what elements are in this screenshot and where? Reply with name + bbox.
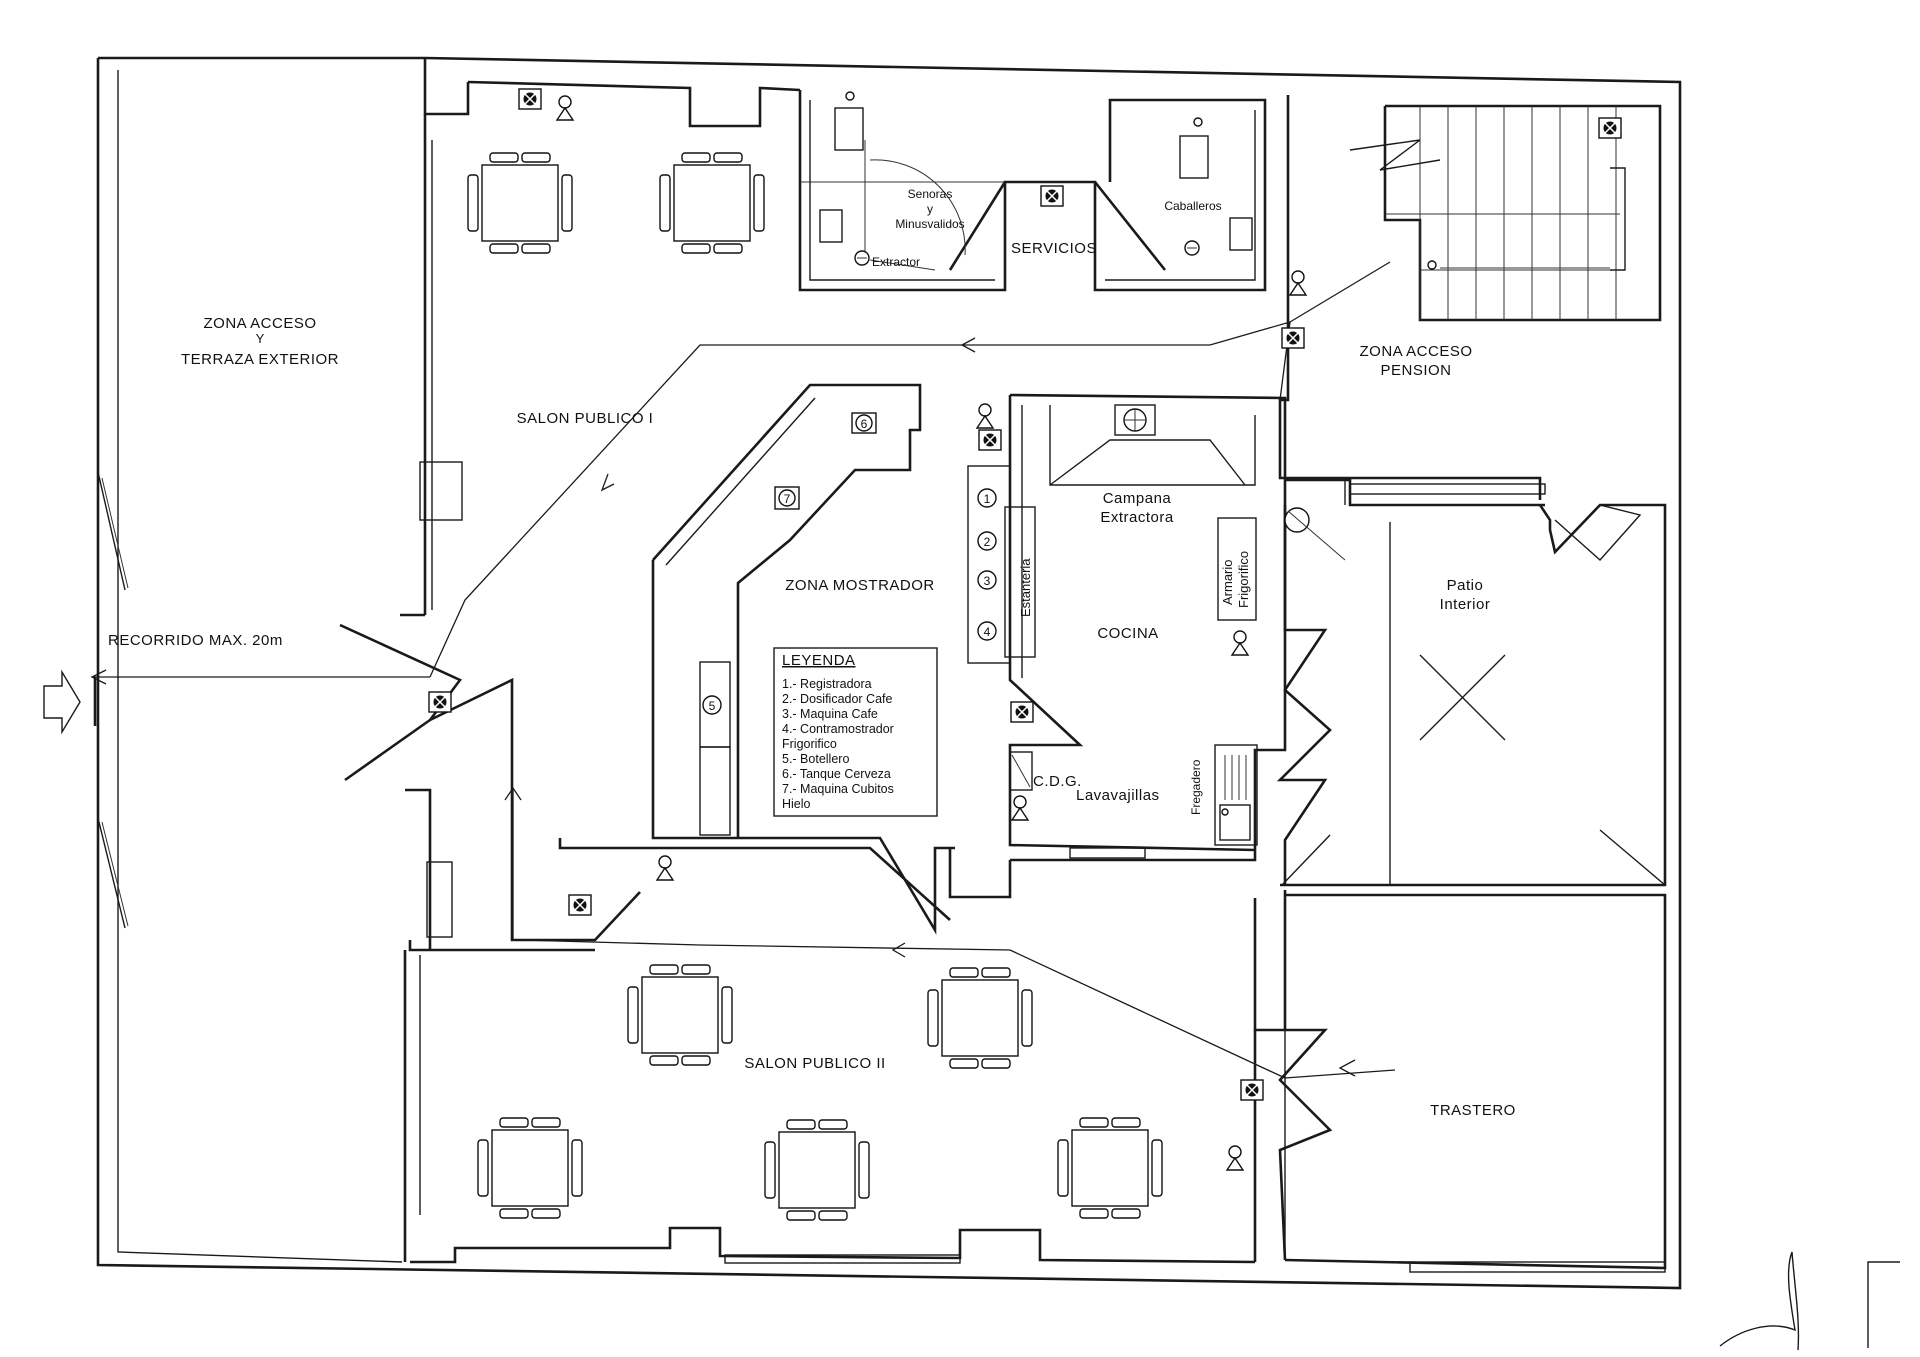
emergency-light-icon — [1240, 1079, 1264, 1101]
svg-text:6: 6 — [861, 417, 868, 431]
legend-item: 1.- Registradora — [782, 677, 872, 691]
legend-item: 5.- Botellero — [782, 752, 849, 766]
outer-walls — [96, 56, 1682, 1290]
label-patio: Patio — [1447, 577, 1484, 594]
legend-item: Hielo — [782, 797, 811, 811]
terrace-partition — [400, 58, 470, 1262]
emergency-light-icon — [1040, 185, 1064, 207]
room-labels: ZONA ACCESO Y TERRAZA EXTERIOR SALON PUB… — [108, 187, 1516, 1119]
marker-2: 2 — [977, 531, 997, 551]
fire-extinguisher-icon — [1011, 795, 1029, 821]
svg-text:4: 4 — [984, 625, 991, 639]
legend-item: 4.- Contramostrador — [782, 722, 894, 736]
label-lavavajillas: Lavavajillas — [1076, 787, 1160, 804]
marker-4: 4 — [977, 621, 997, 641]
emergency-light-icon — [568, 894, 592, 916]
legend-item: Frigorifico — [782, 737, 837, 751]
table-3 — [627, 964, 733, 1066]
legend-title: LEYENDA — [782, 652, 856, 669]
marker-7: 7 — [774, 486, 800, 510]
table-1 — [467, 152, 573, 254]
table-6 — [764, 1119, 870, 1221]
fire-extinguisher-icon — [1226, 1145, 1244, 1171]
svg-text:2: 2 — [984, 535, 991, 549]
emergency-light-icon — [428, 691, 452, 713]
svg-text:y: y — [927, 202, 933, 216]
label-salon-2: SALON PUBLICO II — [744, 1055, 885, 1072]
fire-extinguisher-icon — [556, 95, 574, 121]
entry-doors — [97, 471, 129, 929]
marker-3: 3 — [977, 570, 997, 590]
patio-walls — [1276, 478, 1667, 887]
storage-walls — [1253, 890, 1667, 1273]
svg-text:Minusvalidos: Minusvalidos — [895, 217, 964, 231]
emergency-light-icon — [518, 88, 542, 110]
legend-item: 2.- Dosificador Cafe — [782, 692, 893, 706]
svg-text:7: 7 — [784, 492, 791, 506]
table-2 — [659, 152, 765, 254]
fire-extinguisher-icon — [1289, 270, 1307, 296]
fire-extinguisher-icon — [656, 855, 674, 881]
small-fixtures — [845, 91, 1203, 266]
salon2-walls — [410, 1226, 1256, 1264]
emergency-light-icon — [1598, 117, 1622, 139]
label-estanteria: Estanteria — [1018, 558, 1033, 617]
label-cdg: C.D.G. — [1033, 773, 1082, 790]
svg-text:5: 5 — [709, 699, 716, 713]
svg-text:PENSION: PENSION — [1380, 362, 1451, 379]
salon1-walls — [467, 80, 1267, 292]
svg-text:TERRAZA EXTERIOR: TERRAZA EXTERIOR — [181, 351, 339, 368]
label-senoras: Senoras — [908, 187, 953, 201]
label-campana: Campana — [1103, 490, 1172, 507]
emergency-light-icon — [1010, 701, 1034, 723]
label-cocina: COCINA — [1097, 625, 1158, 642]
svg-text:Y: Y — [256, 331, 265, 346]
equipment-markers: 1 2 3 4 5 6 7 — [702, 412, 997, 715]
label-recorrido: RECORRIDO MAX. 20m — [108, 632, 283, 649]
label-zona-acceso: ZONA ACCESO — [203, 315, 316, 332]
table-4 — [927, 967, 1033, 1069]
pension-stairs — [1278, 95, 1662, 500]
fire-extinguisher-icon — [976, 403, 994, 429]
counter-zone — [339, 383, 955, 952]
emergency-light-icon — [1281, 327, 1305, 349]
legend-item: 6.- Tanque Cerveza — [782, 767, 891, 781]
label-trastero: TRASTERO — [1430, 1102, 1516, 1119]
label-salon-1: SALON PUBLICO I — [517, 410, 654, 427]
signature — [1719, 1251, 1900, 1351]
svg-text:3: 3 — [984, 574, 991, 588]
label-servicios: SERVICIOS — [1011, 240, 1097, 257]
svg-text:1: 1 — [984, 492, 991, 506]
marker-6: 6 — [851, 412, 877, 434]
marker-5: 5 — [702, 695, 722, 715]
svg-text:Extractora: Extractora — [1100, 509, 1174, 526]
svg-text:Frigorifico: Frigorifico — [1236, 551, 1251, 608]
legend-item: 7.- Maquina Cubitos — [782, 782, 894, 796]
legend: LEYENDA 1.- Registradora 2.- Dosificador… — [773, 647, 938, 817]
label-extractor: Extractor — [872, 255, 920, 269]
legend-item: 3.- Maquina Cafe — [782, 707, 878, 721]
exit-arrow — [43, 669, 430, 735]
fire-extinguisher-icon — [1231, 630, 1249, 656]
label-zona-pension: ZONA ACCESO — [1359, 343, 1472, 360]
marker-1: 1 — [977, 488, 997, 508]
table-5 — [477, 1117, 583, 1219]
table-7 — [1057, 1117, 1163, 1219]
label-fregadero: Fregadero — [1189, 759, 1203, 815]
kitchen-walls — [948, 393, 1287, 899]
label-zona-mostrador: ZONA MOSTRADOR — [785, 577, 935, 594]
svg-text:Interior: Interior — [1440, 596, 1491, 613]
emergency-light-icon — [978, 429, 1002, 451]
label-caballeros: Caballeros — [1164, 199, 1221, 213]
label-armario: Armario — [1220, 559, 1235, 605]
